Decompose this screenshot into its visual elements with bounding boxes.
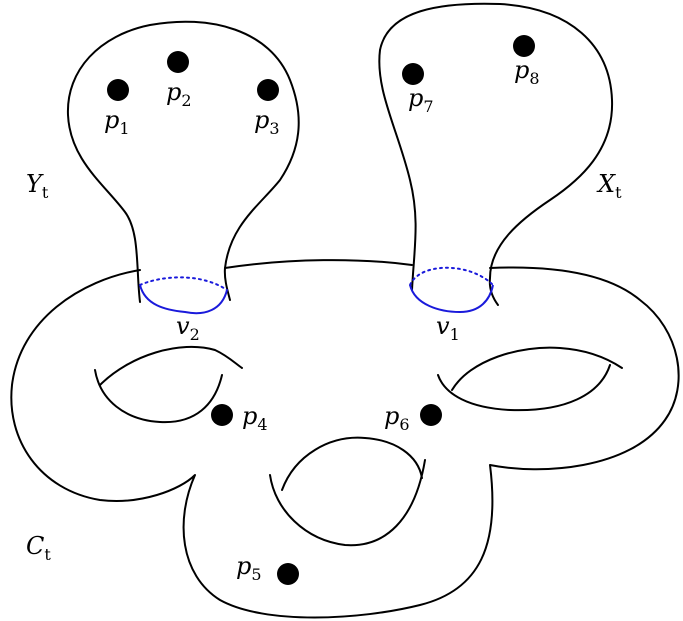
label-p1: p1 (104, 106, 130, 138)
label-X: Xt (596, 170, 622, 202)
vanishing-cycle-v2 (139, 284, 228, 315)
point-p2 (167, 51, 189, 73)
hole-left-upper (99, 346, 243, 386)
point-p7 (402, 63, 424, 85)
point-p8 (513, 35, 535, 57)
label-v2: v2 (176, 312, 200, 344)
label-p5: p5 (236, 552, 262, 584)
hole-left-lower (94, 369, 223, 424)
label-Y: Yt (26, 170, 49, 202)
point-p5 (277, 563, 299, 585)
label-p2: p2 (166, 78, 192, 110)
bulb-y-outline (66, 20, 300, 303)
point-p6 (420, 404, 442, 426)
hole-right-lower (437, 364, 611, 412)
body-top-edge (224, 259, 413, 269)
label-v1: v1 (436, 312, 460, 344)
label-p4: p4 (242, 402, 268, 434)
label-p8: p8 (514, 56, 540, 88)
point-p1 (107, 79, 129, 101)
hole-bottom-lower (269, 459, 426, 547)
label-p3: p3 (254, 106, 280, 138)
label-p7: p7 (408, 84, 434, 116)
hole-bottom-upper (281, 436, 423, 491)
vanishing-cycle-v1 (409, 284, 494, 314)
point-p3 (257, 79, 279, 101)
vanishing-cycle-v1-back (409, 266, 494, 286)
vanishing-cycle-v2-back (139, 276, 228, 291)
label-C: Ct (26, 532, 51, 564)
label-p6: p6 (384, 402, 410, 434)
body-outline (10, 266, 680, 619)
hole-right-upper (451, 346, 623, 391)
point-p4 (211, 404, 233, 426)
bulb-x-outline (378, 2, 614, 306)
